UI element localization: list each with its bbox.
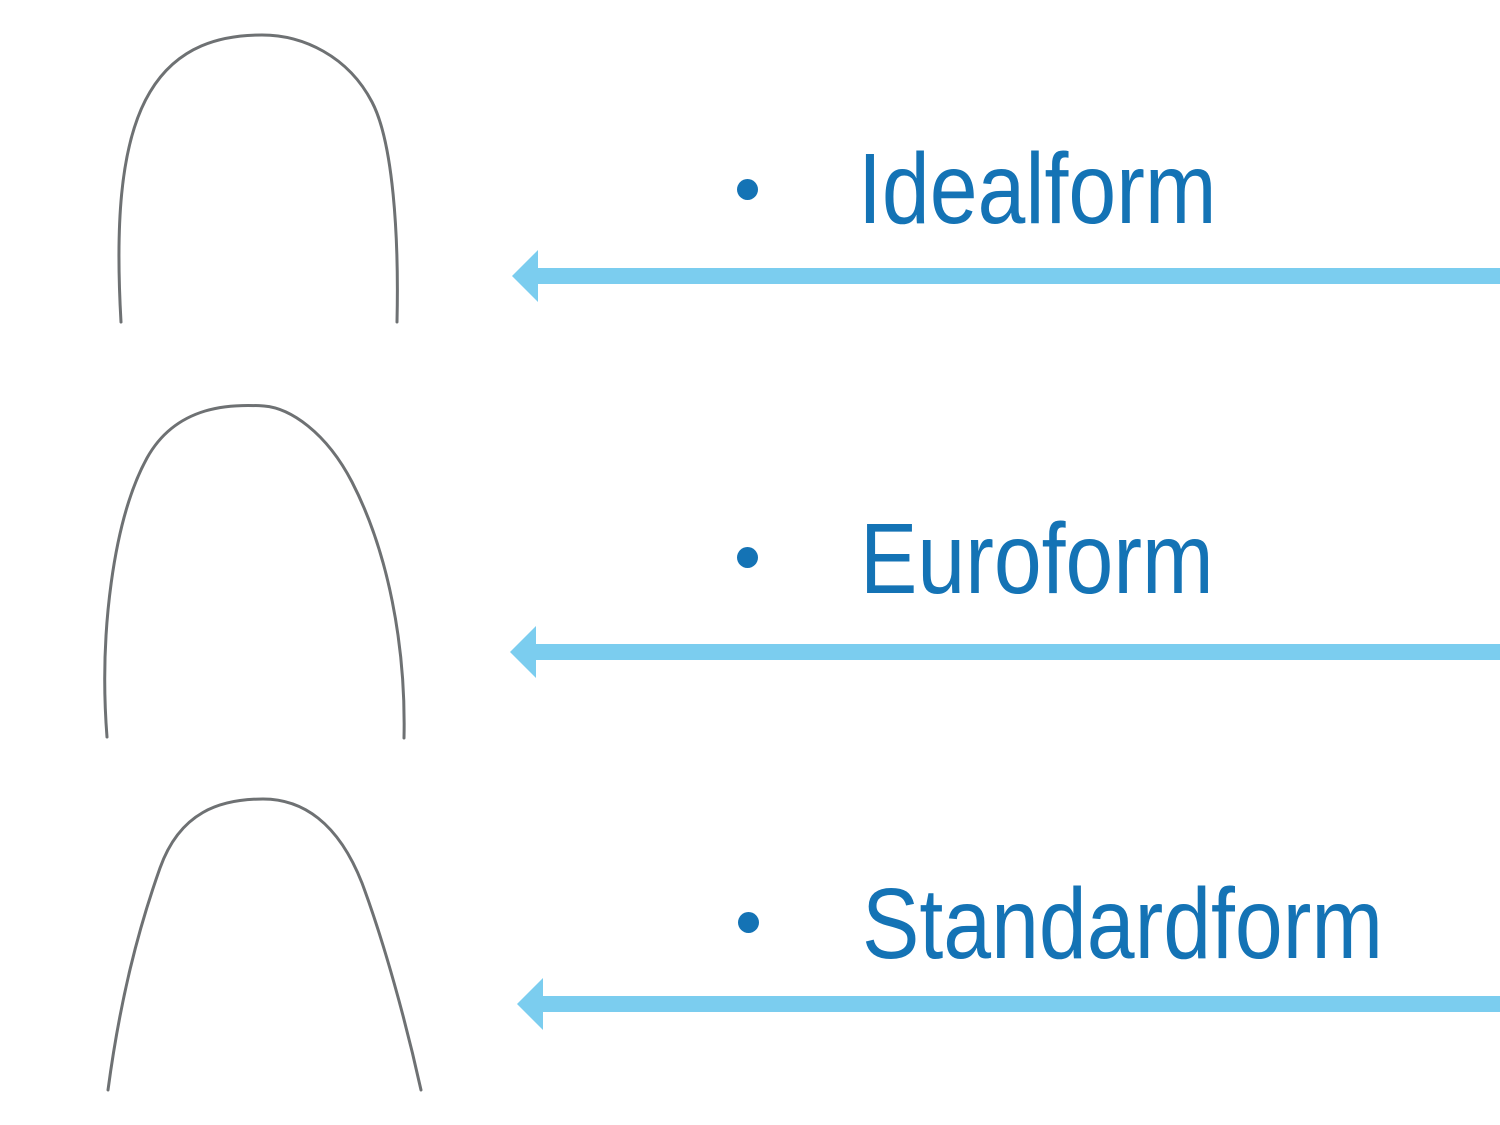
idealform-archwire-icon [117, 33, 399, 324]
bullet-icon [737, 547, 758, 568]
label-euroform: Euroform [860, 503, 1214, 615]
left-arrow-icon [512, 250, 1500, 302]
euroform-archwire-icon [103, 403, 406, 740]
label-idealform: Idealform [858, 133, 1217, 245]
left-arrow-icon [510, 626, 1500, 678]
bullet-icon [738, 912, 759, 933]
bullet-icon [737, 179, 758, 200]
label-standardform: Standardform [862, 868, 1384, 980]
left-arrow-icon [517, 978, 1500, 1030]
standardform-archwire-icon [106, 797, 423, 1092]
